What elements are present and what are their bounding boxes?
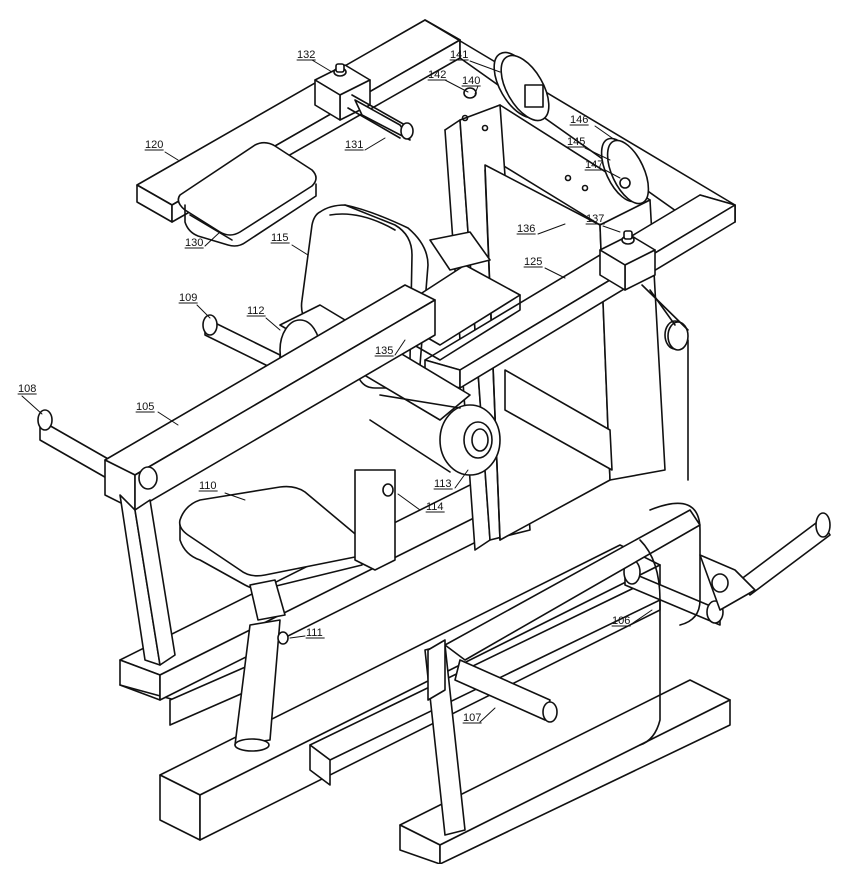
ref-label-135: 135 [375,345,393,357]
leader-lines [21,59,653,723]
ref-label-136: 136 [517,223,535,235]
ref-label-137: 137 [586,213,604,225]
ref-label-145: 145 [567,136,585,148]
rear-upright-frame [444,104,666,551]
front-right-frame [424,502,701,836]
ref-label-120: 120 [145,139,163,151]
ref-label-114: 114 [426,501,444,513]
top-frame [136,19,736,389]
ref-label-130: 130 [185,237,203,249]
ref-label-140: 140 [462,75,480,87]
ref-label-109: 109 [179,292,197,304]
ref-label-105: 105 [136,401,154,413]
ref-label-111: 111 [306,627,323,639]
upper-handle [347,94,414,141]
ref-label-146: 146 [570,114,588,126]
ref-label-107: 107 [463,712,481,724]
reference-labels: 105 106 107 108 109 110 111 112 113 114 115 120 125 1… [17,49,631,724]
front-cross-beam [104,284,436,666]
ref-label-131: 131 [345,139,363,151]
ref-label-147: 147 [585,159,603,171]
ref-label-132: 132 [297,49,315,61]
seat [178,469,396,752]
ref-label-113: 113 [434,478,452,490]
ref-label-115: 115 [271,232,289,244]
ref-label-106: 106 [612,615,630,627]
ref-label-112: 112 [247,305,265,317]
pulley-assembly [463,51,689,481]
ref-label-125: 125 [524,256,542,268]
ref-label-142: 142 [428,69,446,81]
side-handles [37,314,831,723]
ref-label-108: 108 [18,383,36,395]
ref-label-110: 110 [199,480,217,492]
back-pad [177,141,317,247]
ref-label-141: 141 [450,49,468,61]
